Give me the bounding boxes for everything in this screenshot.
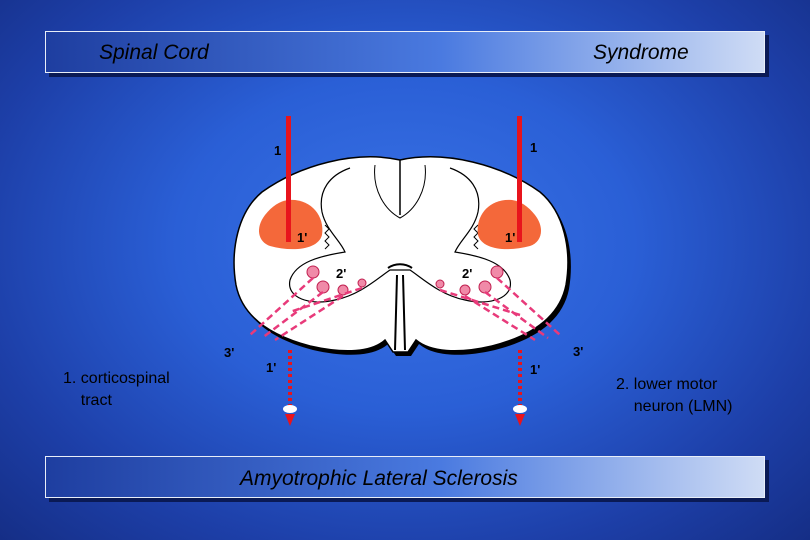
tract-right [517, 116, 522, 242]
label-tract-left: 1 [274, 143, 281, 158]
header-title-right: Syndrome [593, 41, 689, 64]
dorsal-columns [374, 164, 426, 219]
footer-banner: Amyotrophic Lateral Sclerosis [45, 456, 765, 498]
anterior-fissure [394, 274, 406, 351]
gray-matter-outline [289, 167, 511, 303]
lesion-right [477, 199, 542, 250]
caption-lower-motor-neuron: 2. lower motor neuron (LMN) [616, 376, 733, 415]
wavy-border-left [324, 224, 330, 250]
ventral-roots-right [439, 277, 561, 342]
caption-corticospinal-tract: 1. corticospinal tract [63, 370, 170, 409]
motor-neurons-right [435, 265, 504, 296]
label-root-right: 3' [573, 344, 583, 359]
central-canal [387, 263, 413, 269]
label-horn-left: 2' [336, 266, 346, 281]
wavy-border-right [473, 224, 479, 250]
axon-right [513, 350, 527, 426]
label-axon-right: 1' [530, 362, 540, 377]
label-root-left: 3' [224, 345, 234, 360]
ventral-roots-left [249, 277, 363, 342]
header-title-left: Spinal Cord [99, 41, 209, 64]
label-horn-right: 2' [462, 266, 472, 281]
label-axon-left: 1' [266, 360, 276, 375]
label-lesion-right: 1' [505, 230, 515, 245]
motor-neurons-left [306, 265, 367, 296]
tract-left [286, 116, 291, 242]
header-banner: Spinal Cord Syndrome [45, 31, 765, 73]
label-tract-right: 1 [530, 140, 537, 155]
axon-left [283, 350, 297, 426]
footer-title: Amyotrophic Lateral Sclerosis [240, 467, 518, 490]
label-lesion-left: 1' [297, 230, 307, 245]
